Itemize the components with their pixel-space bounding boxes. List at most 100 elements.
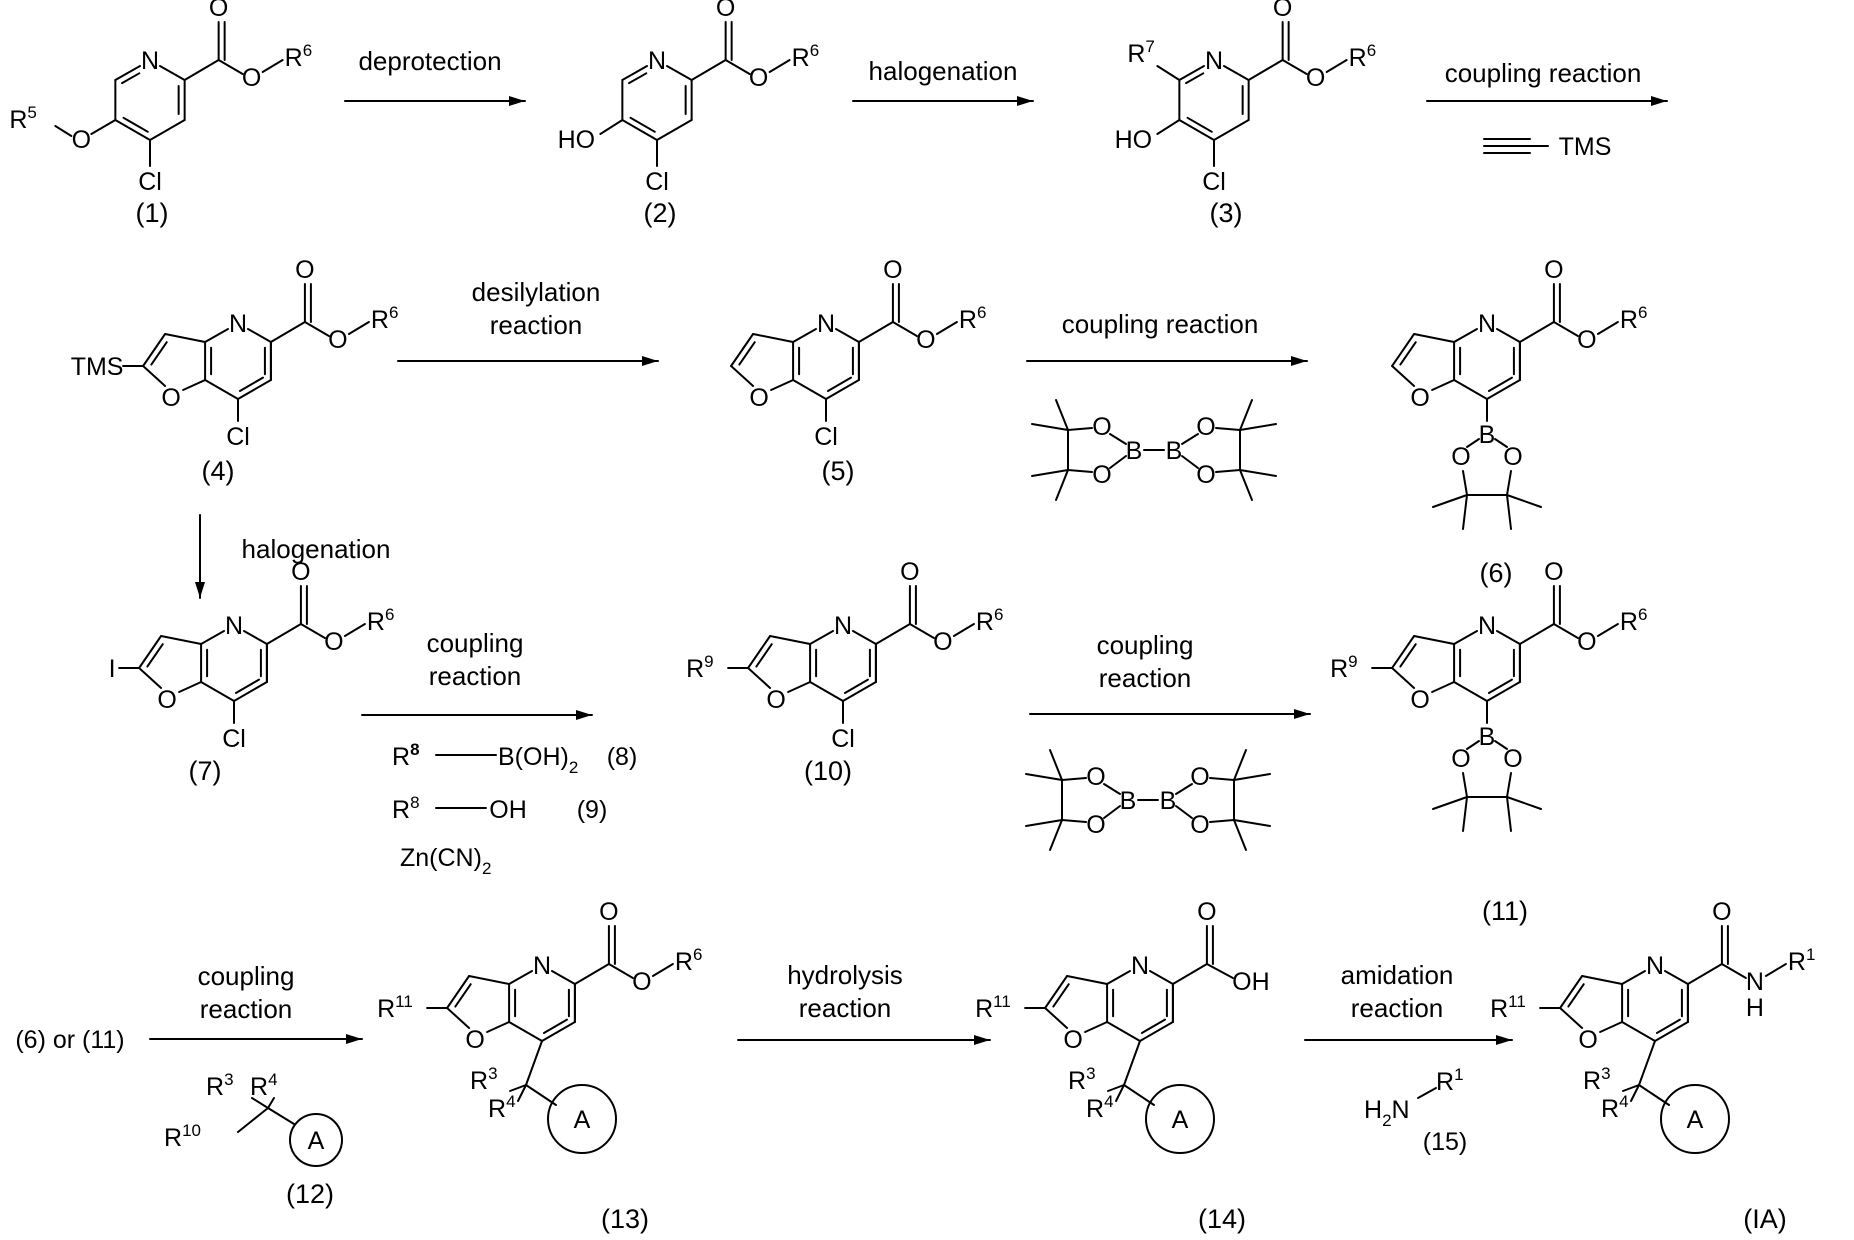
bond: [1454, 631, 1477, 644]
r4-label: R4: [250, 1070, 278, 1101]
bond: [349, 322, 369, 334]
bond-double: [1489, 680, 1512, 693]
bond: [1414, 334, 1454, 342]
bond: [653, 964, 673, 976]
nitrogen-atom: N: [1646, 952, 1664, 980]
ring-a-label: A: [574, 1106, 591, 1134]
bond: [1045, 1008, 1067, 1028]
arrow-coupling-4-head: [1294, 709, 1310, 719]
reaction-label-r9: reaction: [200, 994, 293, 1024]
arrow-coupling-2-head: [1291, 356, 1307, 366]
bond: [1224, 66, 1249, 80]
arrow-hydrolysis-head: [974, 1035, 990, 1045]
methyl: [1507, 797, 1541, 809]
bond: [509, 1022, 542, 1041]
bond: [271, 322, 305, 342]
bond: [447, 1008, 469, 1028]
compound-number-c10: (10): [804, 756, 852, 786]
bond: [1722, 964, 1746, 978]
hydroxy-group: HO: [558, 126, 596, 154]
nitrogen-atom: N: [817, 310, 835, 338]
bond: [201, 682, 234, 701]
bond-double: [151, 342, 166, 364]
start-material-label: (6) or (11): [15, 1026, 124, 1054]
compound-number-c2: (2): [644, 198, 677, 228]
oxygen-atom: O: [1410, 686, 1429, 714]
oxygen-atom: O: [1092, 413, 1111, 441]
reaction-label-r5: coupling reaction: [1062, 309, 1259, 339]
bond: [1150, 971, 1173, 984]
reaction-label-r10: hydrolysis: [787, 960, 903, 990]
methyl: [1240, 470, 1276, 476]
bond: [1085, 1022, 1107, 1032]
boronic-acid-reagent: R8: [392, 740, 420, 771]
oxygen-atom: O: [1577, 326, 1596, 354]
methyl: [1234, 820, 1270, 826]
r4-label: R4: [1601, 1092, 1629, 1123]
ring-a-label: A: [308, 1127, 325, 1155]
bond: [526, 1041, 542, 1085]
boronic-acid-group: B(OH)2: [498, 743, 578, 777]
r6-label: R6: [976, 605, 1004, 636]
bond: [1210, 778, 1234, 780]
bond: [1454, 329, 1477, 342]
compound-number-c1: (1): [136, 198, 169, 228]
oxygen-atom: O: [766, 686, 785, 714]
bond: [1554, 624, 1578, 638]
bond: [753, 334, 793, 342]
oxygen-atom: O: [1190, 811, 1209, 839]
r3-label: R3: [1068, 1064, 1096, 1095]
bond-double: [1657, 1020, 1680, 1033]
bond-double: [147, 644, 162, 666]
methyl: [1507, 495, 1541, 507]
bond: [201, 631, 224, 644]
bond: [1554, 322, 1578, 336]
oxygen-atom: O: [749, 384, 768, 412]
bond: [1327, 60, 1347, 72]
bond-double: [455, 984, 470, 1006]
compound-number-c6: (6): [1480, 558, 1513, 588]
zinc-cyanide-reagent: Zn(CN)2: [400, 844, 491, 878]
compound-number-c3: (3): [1210, 198, 1243, 228]
r1-label: R1: [1436, 1065, 1464, 1096]
bond: [793, 329, 816, 342]
oxygen-atom: O: [1063, 1026, 1082, 1054]
methyl: [1026, 774, 1062, 780]
bond: [1216, 470, 1240, 472]
bond: [609, 964, 633, 978]
bond: [1463, 773, 1467, 797]
bond: [1068, 428, 1092, 430]
bond: [91, 120, 115, 134]
bond: [1110, 434, 1126, 444]
bond: [1062, 820, 1086, 822]
oxygen-atom: O: [1503, 745, 1522, 773]
bond-double: [845, 680, 868, 693]
r7-label: R7: [1127, 37, 1155, 68]
oxygen-atom: O: [1092, 461, 1111, 489]
oxygen-atom: O: [1578, 1026, 1597, 1054]
r6-label: R6: [1349, 41, 1377, 72]
bond: [810, 631, 833, 644]
boron-atom: B: [1479, 421, 1496, 449]
arrow-coupling-5-head: [346, 1034, 362, 1044]
bond: [1104, 784, 1120, 794]
bond: [657, 120, 692, 140]
oxygen-atom: O: [1196, 413, 1215, 441]
bond: [1210, 820, 1234, 822]
oxygen-atom: O: [883, 256, 902, 284]
nitrogen-atom: N: [1131, 952, 1149, 980]
bond: [876, 624, 910, 644]
bond-double: [1400, 342, 1415, 364]
amine-reagent: H2N: [1364, 1096, 1410, 1130]
oxygen-atom: O: [916, 326, 935, 354]
bond-double: [756, 644, 771, 666]
methyl: [1234, 750, 1246, 780]
oxygen-atom: O: [1410, 384, 1429, 412]
bond: [1560, 1008, 1582, 1028]
bond-double: [124, 118, 148, 132]
amide-hydrogen: H: [1746, 994, 1764, 1022]
oxygen-atom: O: [1503, 443, 1522, 471]
methyl: [1056, 400, 1068, 430]
r9-label: R9: [686, 652, 714, 683]
